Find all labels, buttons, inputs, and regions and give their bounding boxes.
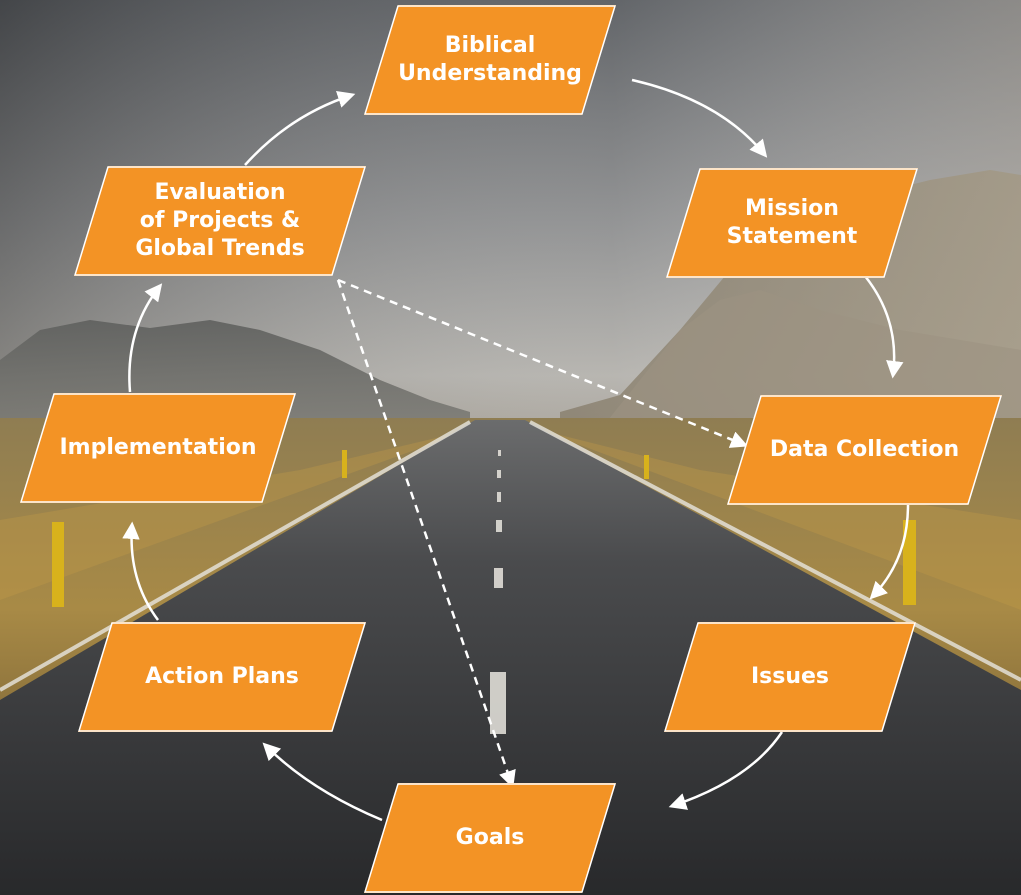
box-label: Issues bbox=[750, 664, 830, 689]
arrow-data-to-issues bbox=[869, 504, 910, 600]
box-goals: Goals bbox=[364, 783, 616, 893]
box-label: Action Plans bbox=[145, 664, 299, 689]
arrow-action-to-implementation bbox=[122, 521, 160, 621]
dashed-arrows bbox=[336, 278, 749, 789]
box-evaluation: Evaluation of Projects & Global Trends bbox=[74, 166, 366, 276]
box-label: Mission Statement bbox=[726, 196, 858, 249]
box-label: Evaluation of Projects & Global Trends bbox=[135, 180, 305, 261]
box-action-plans: Action Plans bbox=[78, 622, 366, 732]
arrow-mission-to-data bbox=[864, 275, 904, 379]
arrow-evaluation-to-biblical bbox=[244, 90, 356, 166]
box-mission-statement: Mission Statement bbox=[666, 168, 918, 278]
dashed-arrow-evaluation-to-goals bbox=[336, 279, 516, 789]
box-issues: Issues bbox=[664, 622, 916, 732]
arrow-biblical-to-mission bbox=[631, 78, 768, 158]
box-label: Goals bbox=[455, 825, 525, 850]
dashed-arrow-evaluation-to-data bbox=[337, 278, 749, 448]
box-label: Biblical Understanding bbox=[398, 33, 582, 86]
box-label: Data Collection bbox=[769, 437, 960, 462]
arrow-implementation-to-evaluation bbox=[128, 283, 163, 393]
box-data-collection: Data Collection bbox=[727, 395, 1002, 505]
arrow-issues-to-goals bbox=[668, 731, 784, 810]
box-label: Implementation bbox=[59, 435, 257, 460]
box-biblical-understanding: Biblical Understanding bbox=[364, 5, 616, 115]
box-implementation: Implementation bbox=[20, 393, 296, 503]
